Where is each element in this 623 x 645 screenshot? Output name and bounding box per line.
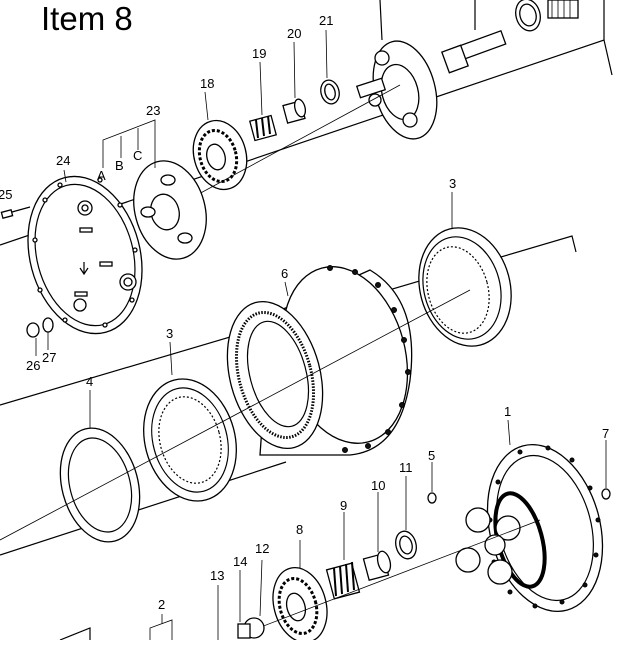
callout-9: 9 bbox=[340, 498, 347, 513]
part-4-retaining-ring bbox=[59, 390, 141, 543]
callout-25: 25 bbox=[0, 187, 12, 202]
part-23-thrust-plate bbox=[102, 119, 207, 260]
callout-18: 18 bbox=[200, 76, 214, 91]
callout-sub-a: A bbox=[97, 168, 106, 183]
callout-10: 10 bbox=[371, 478, 385, 493]
callout-23: 23 bbox=[146, 103, 160, 118]
callout-3-upper: 3 bbox=[449, 176, 456, 191]
callout-3-lower: 3 bbox=[166, 326, 173, 341]
part-26-27-plug bbox=[26, 317, 54, 356]
callout-sub-b: B bbox=[115, 158, 124, 173]
callouts: 18 19 20 21 23 A B C 24 25 26 27 3 6 3 4… bbox=[0, 13, 609, 612]
part-9-bearing bbox=[325, 512, 361, 600]
callout-8: 8 bbox=[296, 522, 303, 537]
callout-1: 1 bbox=[504, 404, 511, 419]
callout-4: 4 bbox=[86, 374, 93, 389]
callout-13: 13 bbox=[210, 568, 224, 583]
callout-sub-c: C bbox=[133, 148, 142, 163]
callout-7: 7 bbox=[602, 426, 609, 441]
callout-27: 27 bbox=[42, 350, 56, 365]
assembly-axis-bottom bbox=[239, 519, 541, 636]
diagram-title: Item 8 bbox=[41, 0, 133, 37]
callout-11: 11 bbox=[399, 460, 413, 475]
part-18-gear bbox=[192, 91, 248, 191]
part-3-bearing-lower bbox=[143, 341, 237, 502]
callout-5: 5 bbox=[428, 448, 435, 463]
callout-26: 26 bbox=[26, 358, 40, 373]
top-ring-and-gear bbox=[515, 0, 579, 32]
part-2-bracket bbox=[149, 614, 173, 640]
part-1-hub bbox=[455, 419, 604, 612]
callout-21: 21 bbox=[319, 13, 333, 28]
planet-carrier-upper bbox=[355, 0, 438, 140]
part-7-bolt bbox=[601, 440, 611, 500]
assembly-axis-middle bbox=[0, 289, 471, 541]
part-10-bushing bbox=[362, 492, 392, 582]
part-19-bearing bbox=[248, 61, 278, 142]
part-12-14-small-parts bbox=[217, 559, 265, 640]
part-5-bolt bbox=[427, 462, 437, 504]
part-6-ring-gear-housing bbox=[226, 265, 413, 456]
callout-20: 20 bbox=[287, 26, 301, 41]
callout-6: 6 bbox=[281, 266, 288, 281]
callout-19: 19 bbox=[252, 46, 266, 61]
part-25-bolt bbox=[0, 206, 31, 219]
callout-14: 14 bbox=[233, 554, 247, 569]
part-11-ring bbox=[395, 476, 417, 560]
part-8-gear bbox=[272, 540, 328, 643]
callout-12: 12 bbox=[255, 541, 269, 556]
part-21-ring bbox=[320, 29, 340, 105]
part-3-bearing-upper bbox=[418, 192, 512, 347]
callout-2: 2 bbox=[158, 597, 165, 612]
callout-24: 24 bbox=[56, 153, 70, 168]
part-20-bushing bbox=[282, 41, 307, 124]
input-shaft bbox=[441, 0, 507, 74]
part-24-cover bbox=[27, 169, 143, 335]
